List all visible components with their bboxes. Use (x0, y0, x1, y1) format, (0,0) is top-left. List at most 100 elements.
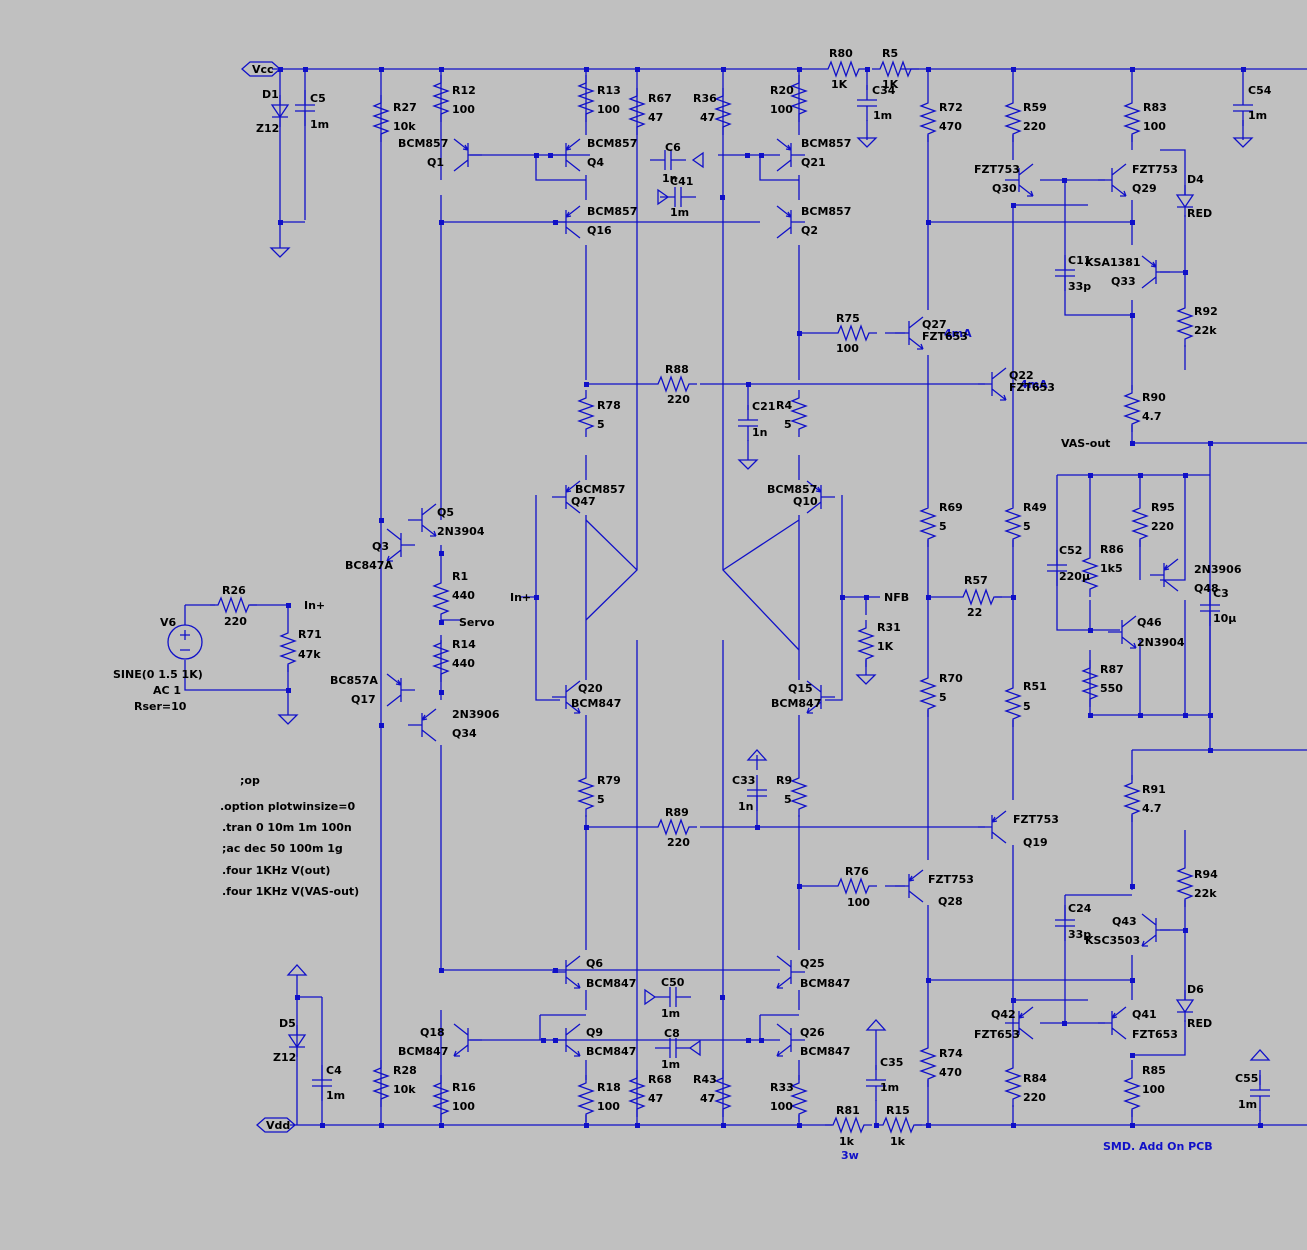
ref: R26 (222, 584, 246, 597)
val: 220 (1023, 120, 1046, 133)
ref: Q28 (938, 895, 963, 908)
ref: R1 (452, 570, 468, 583)
val: 5 (939, 520, 947, 533)
val: FZT753 (974, 163, 1020, 176)
ref: Q4 (587, 156, 604, 169)
ref: R91 (1142, 783, 1166, 796)
ref: Q43 (1112, 915, 1137, 928)
val: RED (1187, 207, 1212, 220)
ref: D4 (1187, 173, 1204, 186)
val: 2N3904 (1137, 636, 1185, 649)
junction-dots (278, 67, 1263, 1128)
ref: R78 (597, 399, 621, 412)
vcc-label: Vcc (252, 63, 274, 76)
val: 5 (597, 793, 605, 806)
val: BCM847 (586, 977, 636, 990)
ref: R84 (1023, 1072, 1047, 1085)
val: 1K (882, 78, 899, 91)
ref: R59 (1023, 101, 1047, 114)
val: BC857A (330, 674, 378, 687)
val: 5 (1023, 520, 1031, 533)
val: 22k (1194, 324, 1217, 337)
val: 100 (770, 1100, 793, 1113)
val: 470 (939, 120, 962, 133)
rail-flags (241, 61, 296, 1133)
val: BCM857 (801, 205, 851, 218)
val: 4.7 (1142, 410, 1162, 423)
val: 2N3904 (437, 525, 485, 538)
val: 47 (648, 1092, 663, 1105)
ref: Q18 (420, 1026, 445, 1039)
val: 220 (667, 836, 690, 849)
ref: Q6 (586, 957, 603, 970)
v6-source (167, 624, 203, 660)
val: 1m (661, 1007, 680, 1020)
ref: C8 (664, 1027, 680, 1040)
ref: Q15 (788, 682, 813, 695)
val: 100 (1143, 120, 1166, 133)
ref: R18 (597, 1081, 621, 1094)
val: 5 (939, 691, 947, 704)
ref: Q29 (1132, 182, 1157, 195)
val: 100 (452, 1100, 475, 1113)
ref: C6 (665, 141, 681, 154)
ref: R81 (836, 1104, 860, 1117)
val: BCM847 (800, 1045, 850, 1058)
ref: Q26 (800, 1026, 825, 1039)
ref: C35 (880, 1056, 903, 1069)
net-vas-out: VAS-out (1061, 437, 1110, 450)
val: BCM857 (587, 137, 637, 150)
val: 22k (1194, 887, 1217, 900)
spice-line: .tran 0 10m 1m 100n (222, 821, 352, 834)
net-in-plus-2: In+ (510, 591, 531, 604)
ref: C33 (732, 774, 755, 787)
val: 100 (836, 342, 859, 355)
ref: R4 (776, 399, 792, 412)
val: BCM857 (398, 137, 448, 150)
ref: Q48 (1194, 582, 1219, 595)
val: FZT653 (922, 330, 968, 343)
ref: R90 (1142, 391, 1166, 404)
val: BC847A (345, 559, 393, 572)
val: BCM857 (575, 483, 625, 496)
ref: R70 (939, 672, 963, 685)
smd-note: SMD. Add On PCB (1103, 1140, 1213, 1153)
val: FZT653 (974, 1028, 1020, 1041)
net-labels: In+ In+ Servo NFB VAS-out (304, 437, 1110, 629)
val: 1n (752, 426, 768, 439)
ref: Q1 (427, 156, 444, 169)
v6-spec: SINE(0 1.5 1K) (113, 668, 203, 681)
val: 10k (393, 120, 416, 133)
ref: R20 (770, 84, 794, 97)
ref: Q46 (1137, 616, 1162, 629)
val: FZT753 (928, 873, 974, 886)
val: 47 (700, 1092, 715, 1105)
ref: R13 (597, 84, 621, 97)
val: 220 (1151, 520, 1174, 533)
val: 550 (1100, 682, 1123, 695)
val: BCM847 (571, 697, 621, 710)
val: 5 (597, 418, 605, 431)
ref: R88 (665, 363, 689, 376)
val: BCM847 (771, 697, 821, 710)
ref: Q25 (800, 957, 825, 970)
val: 5 (784, 793, 792, 806)
ref: Q27 (922, 318, 947, 331)
val: 4.7 (1142, 802, 1162, 815)
ref: R31 (877, 621, 901, 634)
ref: Q42 (991, 1008, 1016, 1021)
q27-current-note: 4mA (944, 327, 972, 340)
ref: D5 (279, 1017, 296, 1030)
val: 1m (326, 1089, 345, 1102)
val: 10k (393, 1083, 416, 1096)
ref: R16 (452, 1081, 476, 1094)
val: 440 (452, 589, 475, 602)
val: 47 (648, 111, 663, 124)
spice-line: .option plotwinsize=0 (220, 800, 355, 813)
val: 220 (224, 615, 247, 628)
ref: C34 (872, 84, 896, 97)
ref: C5 (310, 92, 326, 105)
val: 1K (831, 78, 848, 91)
